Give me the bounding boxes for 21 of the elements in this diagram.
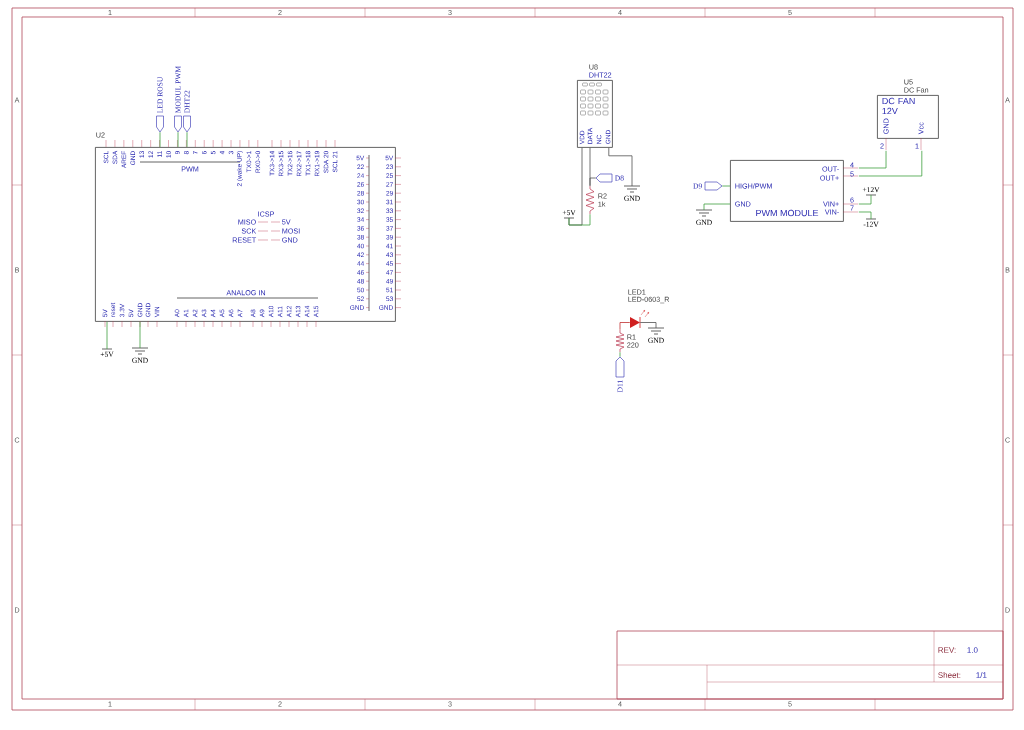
wire	[186, 131, 188, 148]
field-label: REV:	[938, 647, 956, 653]
wire	[858, 194, 872, 205]
wire	[608, 147, 633, 187]
wire	[639, 322, 657, 329]
wire	[589, 177, 597, 187]
wire	[159, 131, 161, 148]
field-label: Sheet:	[938, 672, 961, 678]
wire	[721, 185, 731, 187]
wire	[858, 150, 887, 169]
wire	[106, 321, 108, 350]
wire	[568, 213, 591, 226]
wire	[703, 203, 731, 211]
wire	[619, 322, 631, 331]
wire	[619, 351, 621, 358]
field-value: 1/1	[976, 672, 987, 678]
field-value: 1.0	[967, 647, 978, 653]
wire	[177, 131, 179, 148]
wire	[858, 211, 872, 220]
wire	[858, 150, 923, 177]
wire	[139, 321, 141, 349]
